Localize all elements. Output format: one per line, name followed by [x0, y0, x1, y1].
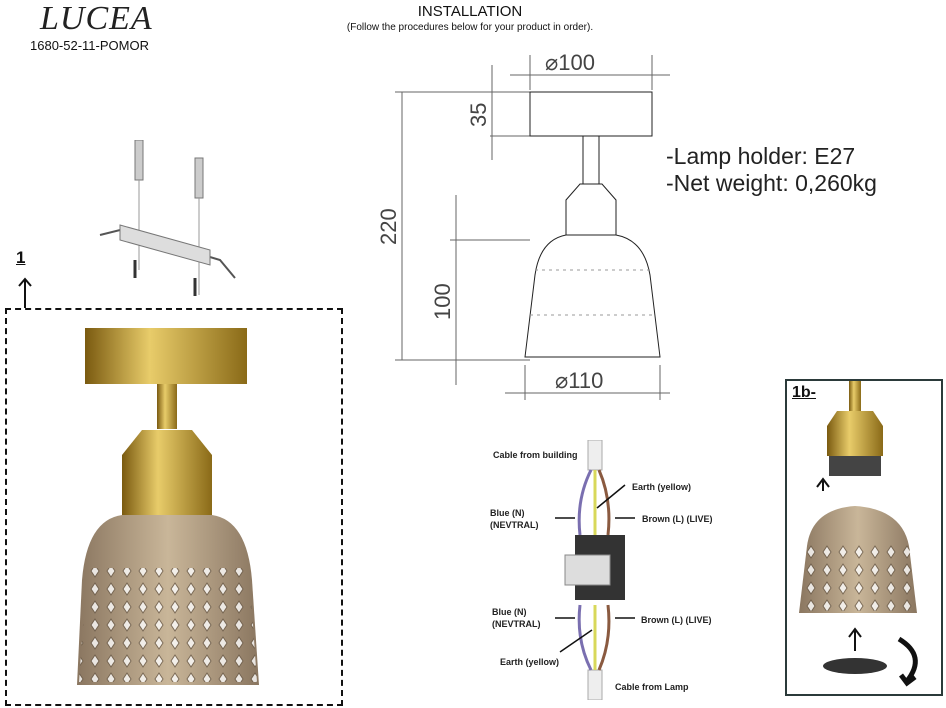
brown-bottom-label: Brown (L) (LIVE) — [641, 615, 712, 625]
product-code: 1680-52-11-POMOR — [30, 38, 149, 53]
lamp-illustration — [77, 328, 259, 685]
net-weight-spec: -Net weight: 0,260kg — [666, 170, 877, 196]
blue-bottom-label: Blue (N) (NEVTRAL) — [492, 607, 541, 629]
earth-top-label: Earth (yellow) — [632, 482, 692, 492]
blue-top-label: Blue (N) (NEVTRAL) — [490, 508, 539, 530]
step-1-label: 1 — [16, 248, 26, 267]
cable-from-lamp-label: Cable from Lamp — [615, 682, 689, 692]
lamp-holder-spec: -Lamp holder: E27 — [666, 143, 856, 169]
brown-top-label: Brown (L) (LIVE) — [642, 514, 713, 524]
mounting-bracket-illustration — [99, 140, 236, 296]
wiring-diagram — [555, 440, 635, 700]
shade-height-label: 100 — [430, 283, 455, 320]
lamp-assembly-illustration — [799, 381, 918, 687]
shade-diameter-label: ⌀110 — [555, 368, 603, 393]
step-1-panel — [5, 308, 343, 706]
canopy-height-label: 35 — [466, 103, 491, 127]
canopy-diameter-label: ⌀100 — [545, 50, 595, 75]
total-height-label: 220 — [376, 208, 401, 245]
arrow-up-icon — [18, 277, 32, 308]
page-subtitle: (Follow the procedures below for your pr… — [346, 22, 594, 33]
page-title: INSTALLATION — [417, 3, 523, 20]
step-1b-label: 1b- — [792, 384, 816, 401]
step-1b-panel — [785, 379, 943, 696]
brand-logo: LUCEA — [40, 0, 153, 37]
cable-from-building-label: Cable from building — [493, 450, 578, 460]
earth-bottom-label: Earth (yellow) — [500, 657, 560, 667]
dimension-drawing: ⌀100 35 220 100 ⌀110 — [376, 50, 670, 400]
